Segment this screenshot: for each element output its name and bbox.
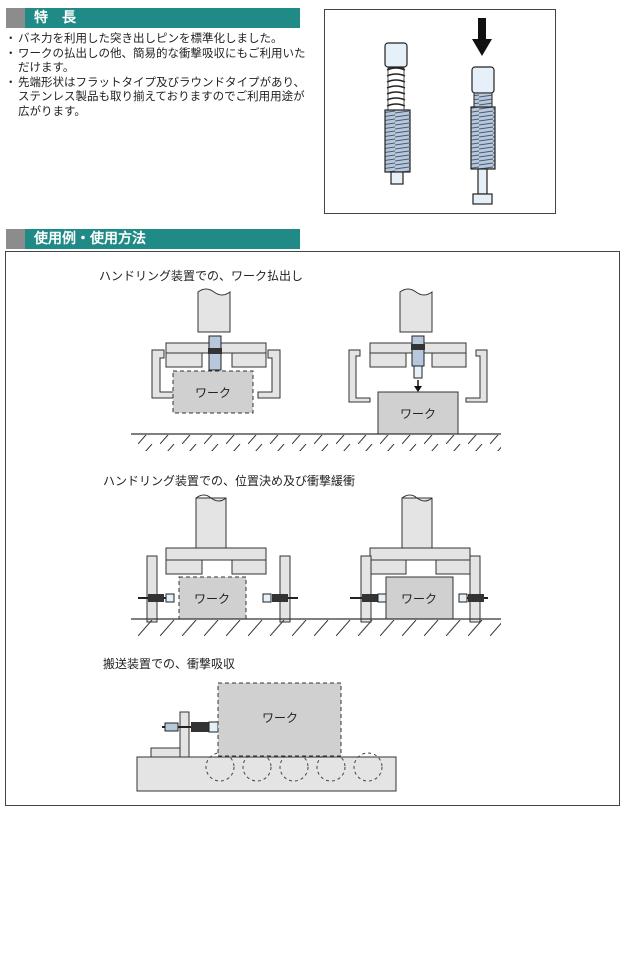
feature-item: ワークの払出しの他、簡易的な衝撃吸収にもご利用いただけます。 [5, 46, 308, 75]
floor [131, 433, 501, 451]
floor [131, 618, 501, 636]
work-piece: ワーク [377, 391, 459, 435]
pin-body [384, 109, 411, 173]
work-piece: ワーク [172, 370, 254, 414]
pin-tip [384, 42, 408, 68]
usage-header: 使用例・使用方法 [6, 229, 300, 249]
usage-examples-box: ハンドリング装置での、ワーク払出し ハンドリング装置での、位置決め及び衝撃緩衝 … [5, 251, 620, 806]
features-list: バネ力を利用した突き出しピンを標準化しました。 ワークの払出しの他、簡易的な衝撃… [5, 31, 308, 119]
usage-title: 使用例・使用方法 [34, 231, 146, 247]
work-label: ワーク [195, 386, 231, 400]
header-marker [6, 229, 25, 249]
features-header: 特 長 [6, 8, 300, 28]
pin-compressed [470, 66, 496, 205]
feature-item: バネ力を利用した突き出しピンを標準化しました。 [5, 31, 308, 46]
pin-body [470, 106, 496, 170]
handling-device-2a [138, 494, 298, 623]
work-label: ワーク [401, 592, 437, 606]
header-marker [6, 8, 25, 28]
work-label: ワーク [194, 592, 230, 606]
usage-caption-3: 搬送装置での、衝撃吸収 [103, 657, 236, 671]
stopper-bracket [150, 711, 219, 758]
handling-device-2b [350, 494, 488, 623]
pin-extended [384, 42, 411, 185]
pin-diagram [384, 18, 496, 205]
work-piece: ワーク [178, 576, 247, 620]
arrow-down-icon [472, 18, 492, 56]
conveyor [136, 752, 397, 792]
work-piece: ワーク [217, 682, 342, 757]
handling-device-1b [348, 288, 488, 403]
feature-item: 先端形状はフラットタイプ及びラウンドタイプがあり、ステンレス製品も取り揃えており… [5, 75, 308, 119]
usage-caption-2: ハンドリング装置での、位置決め及び衝撃緩衝 [103, 474, 356, 488]
pin-spring [386, 67, 406, 107]
usage-caption-1: ハンドリング装置での、ワーク払出し [99, 269, 304, 283]
pin-illustration [324, 9, 556, 214]
work-label: ワーク [262, 711, 298, 725]
work-label: ワーク [400, 407, 436, 421]
features-title: 特 長 [34, 10, 76, 26]
usage-diagrams: ワーク ワーク [131, 288, 501, 792]
work-piece: ワーク [385, 576, 454, 620]
handling-device-1a [151, 288, 281, 399]
pin-tip [471, 66, 495, 94]
